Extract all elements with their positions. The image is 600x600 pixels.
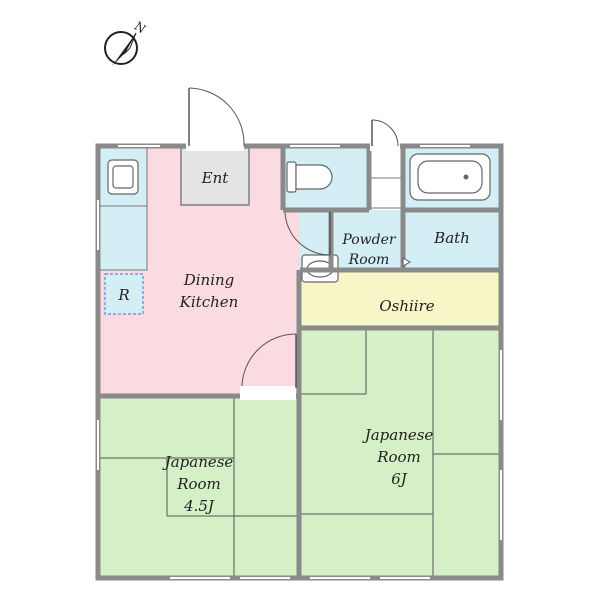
tatami-lines-small xyxy=(100,396,297,576)
dining-label: Dining xyxy=(183,271,235,289)
entrance-label: Ent xyxy=(201,169,230,187)
compass: N xyxy=(104,19,149,66)
refrigerator-label: R xyxy=(117,286,129,304)
bathtub-icon xyxy=(409,153,491,201)
japanese-large-label-1: Japanese xyxy=(362,426,434,444)
oshiire-label: Oshiire xyxy=(379,297,434,315)
bath-label: Bath xyxy=(433,229,470,247)
japanese-large-label-3: 6J xyxy=(391,470,408,488)
windows xyxy=(97,145,502,579)
kitchen-label: Kitchen xyxy=(179,293,239,311)
japanese-small-label-2: Room xyxy=(176,475,221,493)
interior-walls xyxy=(98,148,499,578)
japanese-large-label-2: Room xyxy=(376,448,421,466)
refrigerator-box xyxy=(104,273,144,315)
japanese-room-door[interactable] xyxy=(240,333,297,400)
kitchen-sink-icon xyxy=(107,159,139,195)
japanese-room-small-area xyxy=(100,396,297,576)
toilet-icon xyxy=(286,161,333,193)
utility-door[interactable] xyxy=(370,119,400,151)
north-arrow-tail-icon xyxy=(123,32,137,55)
compass-label: N xyxy=(132,19,149,36)
japanese-room-large-area xyxy=(300,330,499,576)
compass-ring xyxy=(104,31,138,65)
tatami-lines-large xyxy=(300,330,499,576)
north-arrow-icon xyxy=(112,33,136,66)
powder-label-line2: Room xyxy=(348,252,390,268)
japanese-small-label-1: Japanese xyxy=(162,453,234,471)
powder-room-door[interactable] xyxy=(284,211,331,256)
entrance-area xyxy=(180,147,250,206)
powder-label-line1: Powder xyxy=(341,232,397,248)
japanese-small-label-3: 4.5J xyxy=(183,497,215,515)
entrance-door[interactable] xyxy=(186,87,245,151)
bath-door-marker xyxy=(402,257,412,267)
